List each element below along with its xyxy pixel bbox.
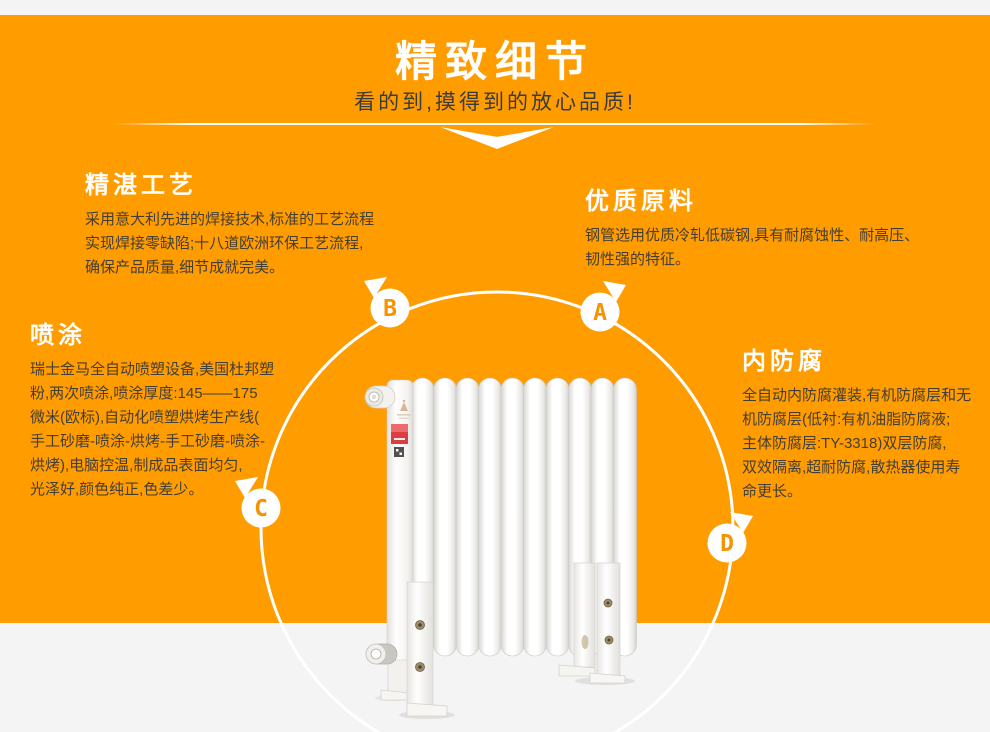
feature-title: 喷涂 <box>30 322 86 349</box>
feature-body: 采用意大利先进的焊接技术,标准的工艺流程 实现焊接零缺陷;十八道欧洲环保工艺流程… <box>85 211 375 276</box>
marker-b: B <box>360 276 420 336</box>
marker-flag-icon <box>730 512 753 533</box>
feature-internal-anticorrosion: 内防腐 全自动内防腐灌装,有机防腐层和无 机防腐层(低衬:有机油脂防腐液; 主体… <box>742 348 990 504</box>
marker-flag-icon <box>235 477 258 498</box>
feature-title: 精湛工艺 <box>85 172 197 199</box>
feature-title: 优质原料 <box>585 188 697 215</box>
radiator-product-image <box>364 377 637 719</box>
marker-letter: A <box>593 300 607 326</box>
marker-c: C <box>231 476 291 536</box>
marker-letter: C <box>254 496 268 522</box>
top-light-strip <box>0 0 990 15</box>
marker-flag-icon <box>603 281 626 302</box>
page-title: 精致细节 <box>394 38 595 85</box>
feature-body: 全自动内防腐灌装,有机防腐层和无 机防腐层(低衬:有机油脂防腐液; 主体防腐层:… <box>742 387 972 500</box>
marker-d: D <box>697 511 757 571</box>
marker-flag-icon <box>364 277 387 298</box>
page-subtitle: 看的到,摸得到的放心品质! <box>354 91 636 114</box>
feature-materials: 优质原料 钢管选用优质冷轧低碳钢,具有耐腐蚀性、耐高压、 韧性强的特征。 <box>585 188 965 272</box>
marker-letter: B <box>383 296 397 322</box>
feature-body: 瑞士金马全自动喷塑设备,美国杜邦塑 粉,两次喷涂,喷涂厚度:145——175 微… <box>30 361 275 498</box>
feature-spray-coating: 喷涂 瑞士金马全自动喷塑设备,美国杜邦塑 粉,两次喷涂,喷涂厚度:145——17… <box>30 322 360 502</box>
header-divider <box>114 123 876 125</box>
feature-craftsmanship: 精湛工艺 采用意大利先进的焊接技术,标准的工艺流程 实现焊接零缺陷;十八道欧洲环… <box>85 172 435 280</box>
marker-a: A <box>570 280 630 340</box>
feature-body: 钢管选用优质冷轧低碳钢,具有耐腐蚀性、耐高压、 韧性强的特征。 <box>585 227 920 268</box>
marker-letter: D <box>720 531 734 557</box>
feature-title: 内防腐 <box>742 348 826 375</box>
